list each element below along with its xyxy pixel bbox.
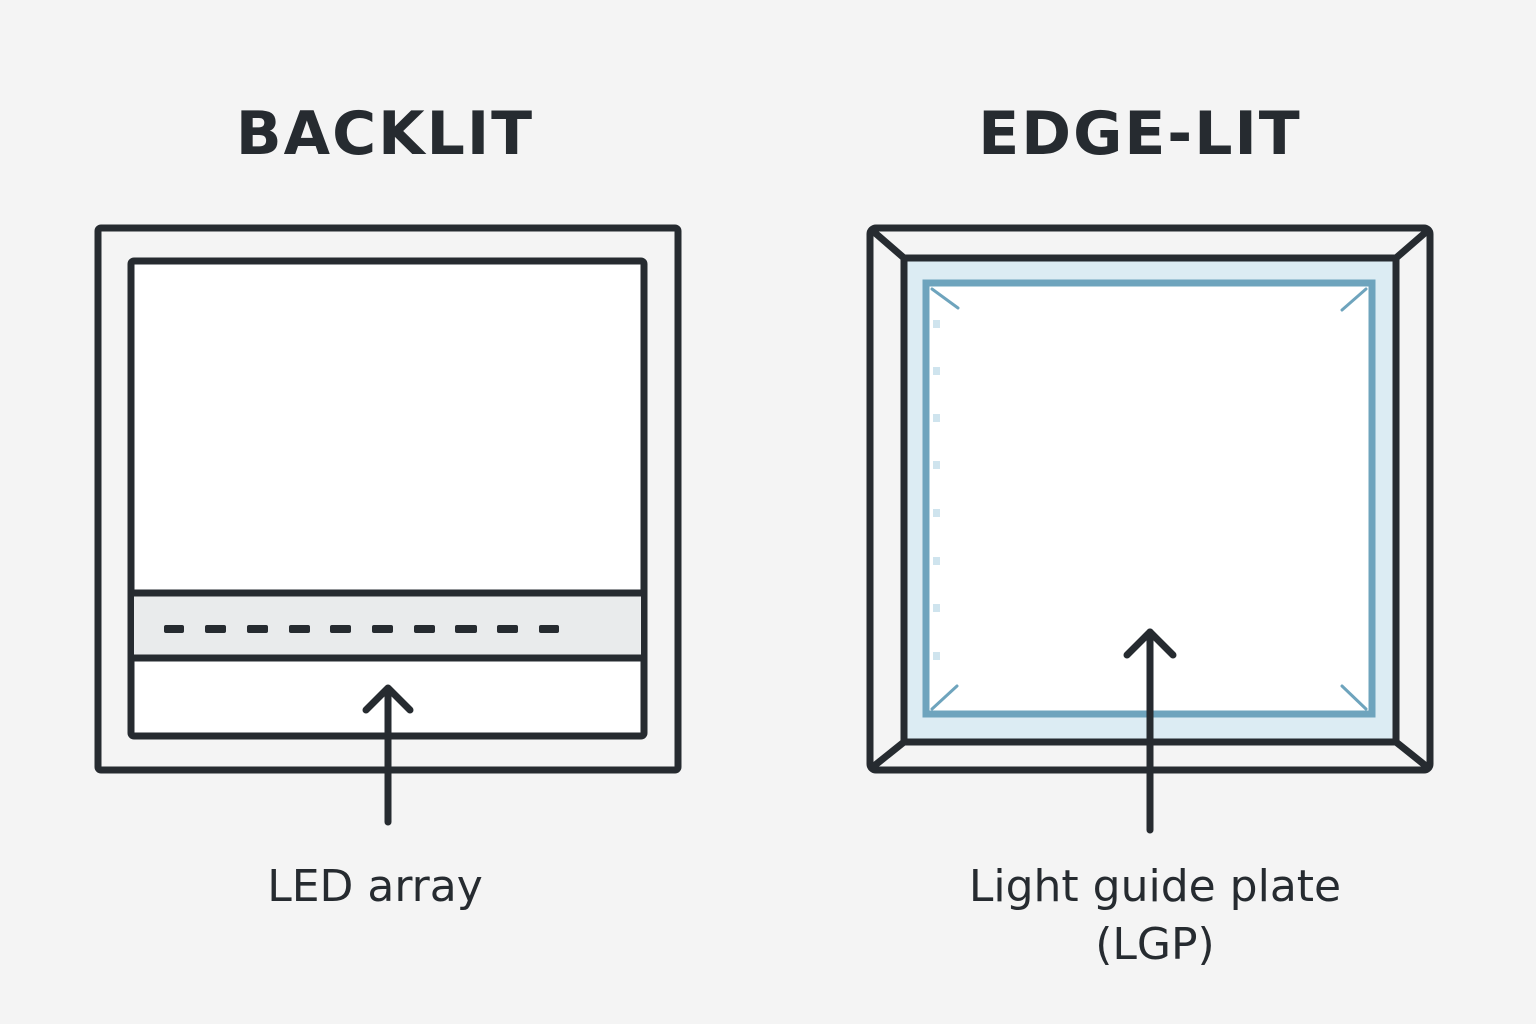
bevel-lines (870, 228, 1430, 770)
edge-lit-callout-label: Light guide plate (LGP) (905, 858, 1405, 974)
edge-lit-title: EDGE-LIT (978, 99, 1302, 169)
led (330, 625, 351, 633)
lgp-corner-marks (930, 287, 1368, 711)
edge-led-array (933, 320, 940, 660)
edge-led (933, 367, 940, 375)
lgp-arrow-icon (1123, 628, 1177, 834)
edge-led (933, 652, 940, 660)
led (414, 625, 435, 633)
edge-led (933, 320, 940, 328)
led (205, 625, 226, 633)
edge-led (933, 557, 940, 565)
edge-led (933, 509, 940, 517)
led (247, 625, 268, 633)
backlit-inner-panel (127, 257, 648, 740)
edge-lit-callout-line1: Light guide plate (968, 861, 1342, 912)
backlit-title: BACKLIT (235, 99, 535, 169)
edge-lit-diagram (866, 224, 1434, 834)
edge-led (933, 461, 940, 469)
led (164, 625, 184, 633)
led (289, 625, 310, 633)
backlit-diagram (94, 224, 682, 826)
led (539, 625, 559, 633)
backlit-callout-label: LED array (267, 861, 483, 912)
edge-led (933, 414, 940, 422)
led-array (164, 625, 559, 633)
edge-lit-callout-line2: (LGP) (1095, 919, 1215, 970)
edge-led (933, 604, 940, 612)
led (455, 625, 477, 633)
led (497, 625, 518, 633)
led (372, 625, 393, 633)
led-array-arrow-icon (362, 684, 414, 826)
